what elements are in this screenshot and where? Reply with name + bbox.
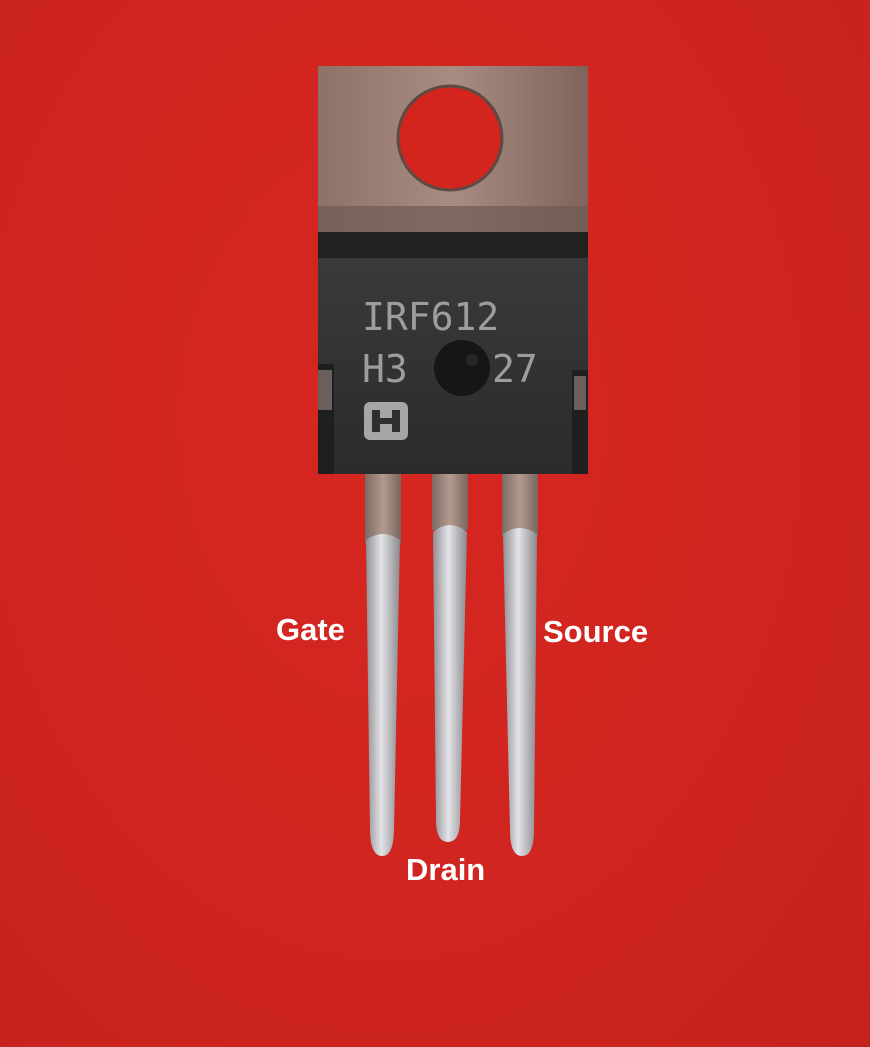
body-dimple: [434, 340, 490, 396]
marking-left: H3: [362, 347, 408, 391]
drain-label: Drain: [406, 852, 486, 887]
source-lead: [502, 474, 538, 856]
part-number-marking: IRF612: [362, 295, 499, 339]
marking-right: 27: [492, 347, 538, 391]
transistor-body: IRF612 H3 27: [318, 258, 588, 474]
mounting-tab: [318, 66, 588, 262]
manufacturer-logo-icon: [364, 402, 408, 440]
source-label: Source: [543, 614, 649, 649]
gate-label: Gate: [276, 612, 345, 647]
mounting-hole: [396, 84, 504, 192]
drain-lead: [432, 474, 468, 842]
gate-lead: [365, 474, 401, 856]
